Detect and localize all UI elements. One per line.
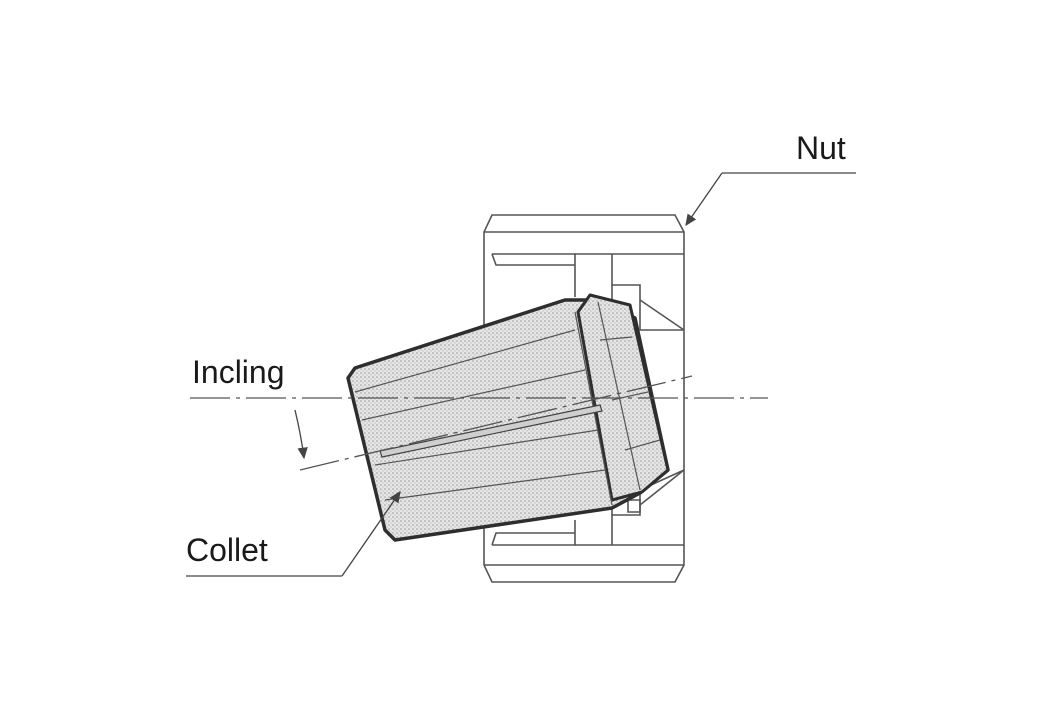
- incline-arrow: [294, 409, 308, 460]
- collet-line: [374, 429, 599, 466]
- nut-bore-inner-top: [612, 284, 684, 331]
- collet-leader-arrow: [341, 490, 401, 577]
- collet-line: [611, 391, 649, 401]
- nut-cone-bottom: [639, 469, 685, 506]
- collet-line: [624, 439, 661, 451]
- center-lines: [190, 375, 768, 471]
- collet-line: [354, 329, 576, 393]
- nut-groove: [627, 499, 641, 513]
- nut-cone-top: [639, 299, 685, 331]
- nut-bore-top-right: [575, 253, 684, 300]
- collet-label: Collet: [186, 532, 268, 568]
- collet-line: [599, 336, 633, 341]
- collet-line: [384, 469, 606, 501]
- nut-leader-arrow: [685, 172, 723, 227]
- inclined-center-line: [299, 375, 693, 471]
- collet-slot: [379, 404, 603, 458]
- nut-bore-top: [491, 253, 576, 297]
- nut-leader: [685, 172, 856, 227]
- nut-bore-bottom-right: [575, 505, 684, 546]
- nut-label: Nut: [796, 130, 846, 166]
- collet-line: [361, 369, 586, 421]
- collet-leader: [186, 490, 401, 577]
- collet-line: [597, 301, 641, 491]
- incline-label: Incling: [192, 354, 285, 390]
- collet: [346, 293, 670, 542]
